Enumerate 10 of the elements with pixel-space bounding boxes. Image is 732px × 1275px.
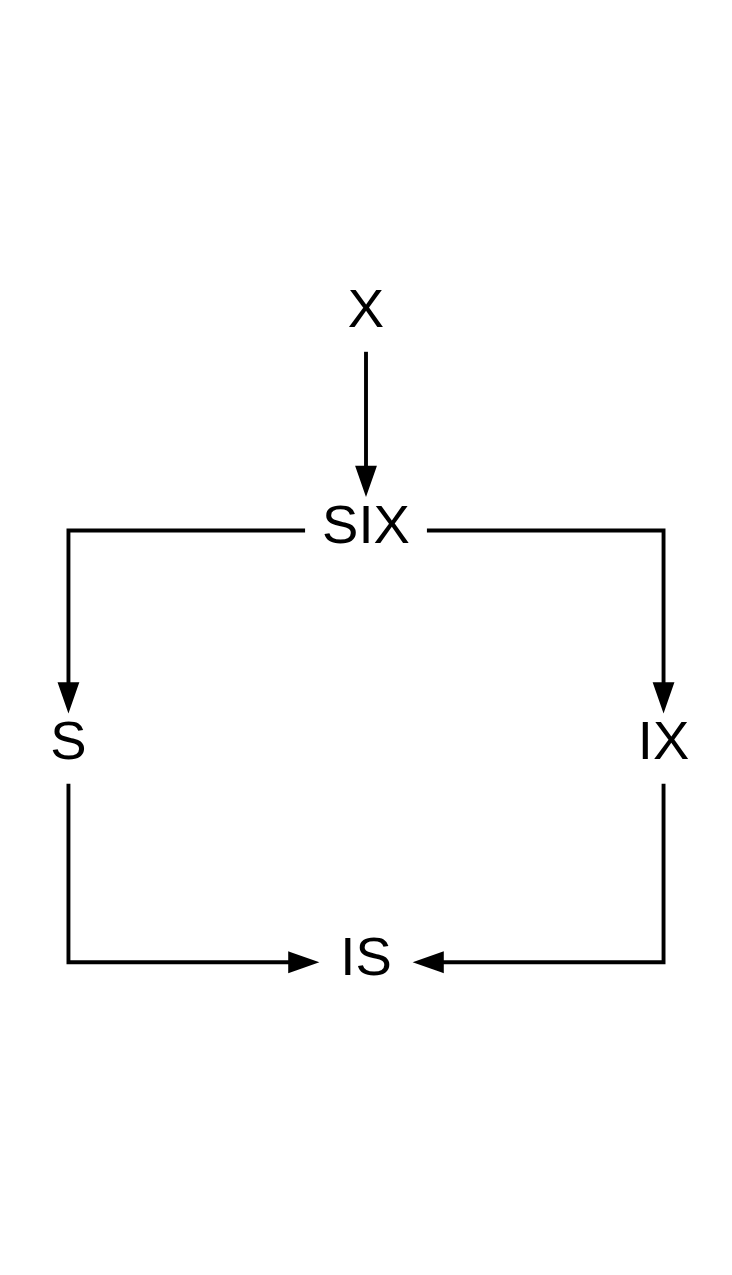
arrow xyxy=(66,783,320,974)
arrow xyxy=(426,528,675,714)
node-text: IX xyxy=(637,709,690,771)
node-text: SIX xyxy=(322,493,410,555)
arrow xyxy=(57,528,306,714)
node-text: X xyxy=(347,278,385,340)
arrow xyxy=(412,783,666,974)
arrow xyxy=(355,351,377,497)
node-text: IS xyxy=(340,925,392,987)
node-text: S xyxy=(50,709,87,771)
